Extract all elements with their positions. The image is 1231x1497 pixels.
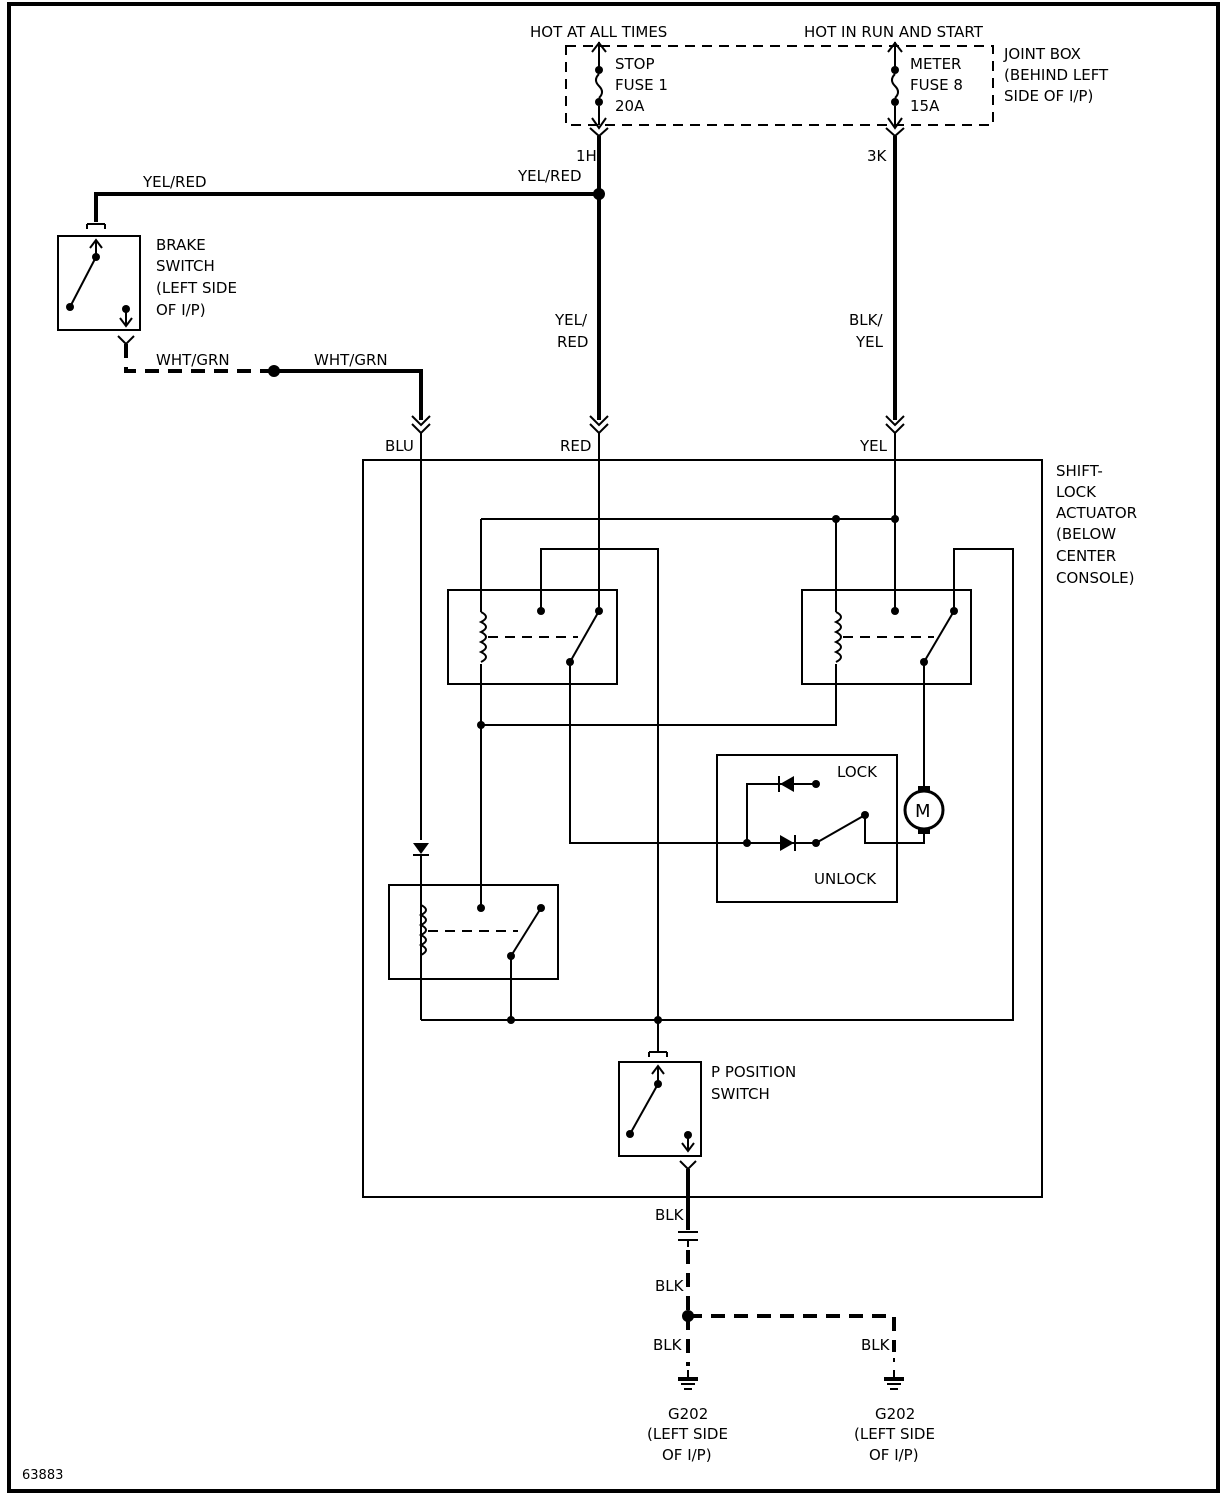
joint-box-label: JOINT BOX (BEHIND LEFT SIDE OF I/P) [1003,45,1113,105]
pin-yel-label: YEL [859,437,888,455]
stop-fuse: STOP FUSE 1 20A [591,41,673,130]
motor-label: M [915,801,931,822]
wht-grn-wire: WHT/GRN WHT/GRN [124,344,423,420]
ground-left-label: G202 (LEFT SIDE OF I/P) [647,1405,733,1464]
relay-3 [388,843,559,980]
outer-frame [7,2,1220,1493]
meter-fuse: METER FUSE 8 15A [887,41,968,130]
wire-blk-4-label: BLK [861,1336,891,1354]
motor: M [903,786,945,834]
wire-wht-grn-right-label: WHT/GRN [314,351,388,369]
pin-blu-label: BLU [385,437,414,455]
ground-right-label: G202 (LEFT SIDE OF I/P) [854,1405,940,1464]
yel-red-feed-wire: YEL/RED YEL/RED YEL/ RED [94,136,605,420]
wire-blk-yel-vertical-label: BLK/ YEL [849,311,887,351]
shift-lock-actuator: SHIFT- LOCK ACTUATOR (BELOW CENTER CONSO… [362,459,1142,1198]
brake-switch: BRAKE SWITCH (LEFT SIDE OF I/P) [57,223,242,346]
stop-fuse-label: STOP FUSE 1 20A [615,55,673,115]
wire-blk-3-label: BLK [653,1336,683,1354]
joint-box-connectors: 1H 3K [576,127,905,165]
wire-yel-red-left-label: YEL/RED [142,173,207,191]
ground-symbol-right: G202 (LEFT SIDE OF I/P) [854,1358,940,1464]
blk-yel-feed-wire: BLK/ YEL [849,136,897,420]
actuator-internal-wiring [420,433,1014,1024]
pin-red-label: RED [560,437,591,455]
wire-yel-red-vertical-label: YEL/ RED [554,311,592,351]
wire-wht-grn-left-label: WHT/GRN [156,351,230,369]
hot-in-run-and-start-label: HOT IN RUN AND START [804,23,984,41]
lock-label: LOCK [837,763,878,781]
ground-symbol-left: G202 (LEFT SIDE OF I/P) [647,1370,733,1464]
connector-3k-label: 3K [867,147,888,165]
p-position-switch-label: P POSITION SWITCH [711,1063,801,1103]
shift-lock-actuator-label: SHIFT- LOCK ACTUATOR (BELOW CENTER CONSO… [1056,462,1142,587]
wire-blk-2-label: BLK [655,1277,685,1295]
figure-id-label: 63883 [22,1468,63,1483]
wire-yel-red-right-label: YEL/RED [517,167,582,185]
lock-unlock-switch: LOCK UNLOCK [716,754,925,903]
meter-fuse-label: METER FUSE 8 15A [910,55,968,115]
actuator-pin-connectors: BLU RED YEL [385,415,905,455]
hot-at-all-times-label: HOT AT ALL TIMES [530,23,667,41]
connector-1h-label: 1H [576,147,597,165]
wire-blk-1-label: BLK [655,1206,685,1224]
unlock-label: UNLOCK [814,870,877,888]
joint-box: HOT AT ALL TIMES HOT IN RUN AND START JO… [530,23,1113,130]
p-position-switch: P POSITION SWITCH [618,1020,801,1171]
blk-ground-wiring: BLK BLK BLK BLK [653,1169,896,1366]
relay-1 [447,589,618,685]
relay-2 [801,589,972,685]
brake-switch-label: BRAKE SWITCH (LEFT SIDE OF I/P) [156,236,242,319]
